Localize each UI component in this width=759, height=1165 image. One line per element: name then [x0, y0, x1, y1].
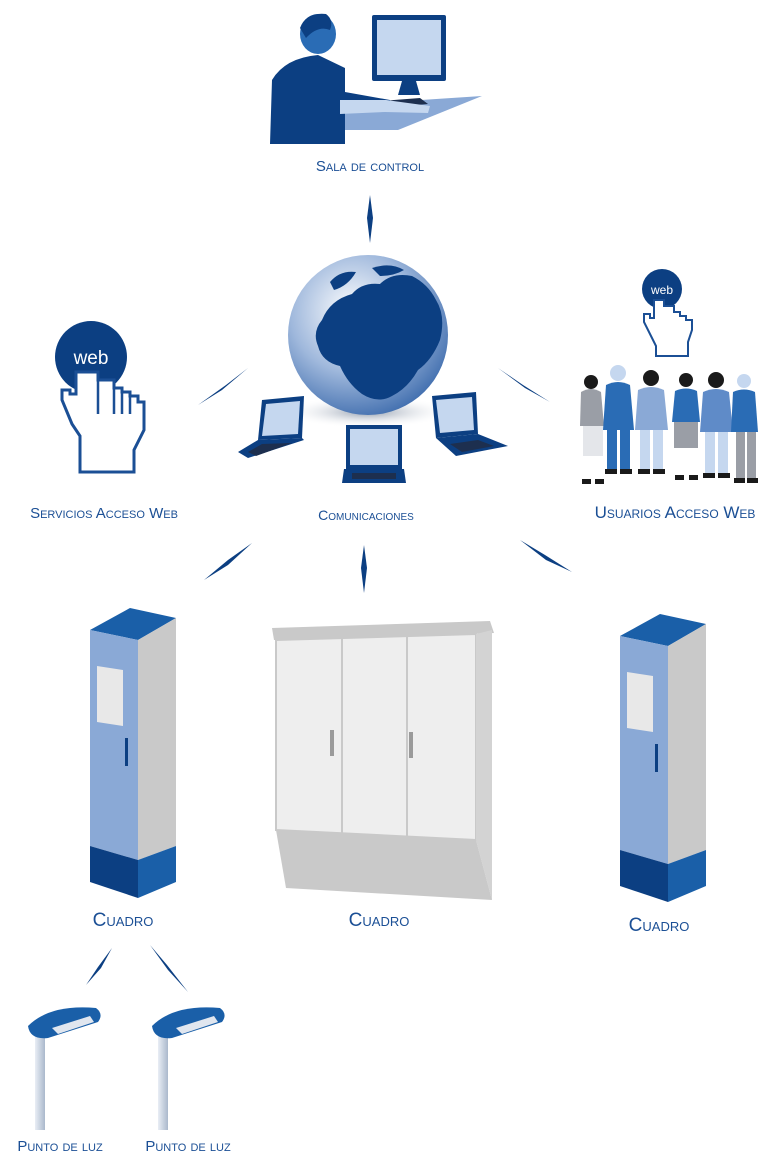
- label-communications: Comunicaciones: [318, 507, 414, 523]
- cabinet-right-illustration: [620, 614, 706, 902]
- label-cabinet-center: Cuadro: [348, 910, 410, 931]
- label-cabinet-left: Cuadro: [92, 910, 154, 931]
- laptop-left: [238, 396, 304, 458]
- label-light-point-1: Punto de luz: [17, 1138, 103, 1155]
- web-button-small: [642, 269, 682, 309]
- web-button-large: [55, 321, 127, 393]
- laptop-center: [342, 425, 406, 483]
- communications-illustration: [238, 255, 508, 483]
- monitor-stand: [398, 81, 420, 95]
- connector-right-cabinet: [520, 540, 572, 572]
- pointer-hand-large-icon: [60, 370, 146, 474]
- connector-left-cabinet: [204, 543, 252, 580]
- web-badge-large-text: web: [73, 348, 109, 369]
- web-badge-small-text: web: [650, 283, 673, 297]
- person-body: [270, 55, 392, 144]
- street-lamp-1: [28, 1007, 101, 1130]
- web-services-illustration: web: [55, 321, 146, 474]
- laptop-right: [432, 392, 508, 456]
- person-hair: [300, 13, 332, 38]
- label-cabinet-right: Cuadro: [628, 915, 690, 936]
- label-web-users: Usuarios Acceso Web: [594, 503, 756, 522]
- person-arm: [340, 100, 430, 114]
- connector-control-globe: [367, 195, 373, 243]
- connector-lamp-1: [86, 948, 112, 985]
- connector-web-services: [198, 368, 248, 405]
- connector-lamp-2: [150, 945, 188, 992]
- connector-lines: [86, 195, 572, 992]
- label-web-services: Servicios Acceso Web: [30, 505, 178, 522]
- monitor-screen: [377, 20, 441, 75]
- web-users-illustration: web: [580, 269, 758, 484]
- connector-center-cabinet: [361, 545, 367, 593]
- label-light-point-2: Punto de luz: [145, 1138, 231, 1155]
- people-group: [580, 365, 758, 484]
- connector-web-users: [498, 368, 550, 402]
- globe-continents: [315, 275, 443, 400]
- cabinet-left-illustration: [90, 608, 176, 898]
- pointer-hand-small-icon: [643, 299, 693, 357]
- control-room-illustration: [270, 13, 482, 144]
- street-lamp-2: [152, 1007, 225, 1130]
- cabinet-center-illustration: [272, 621, 494, 900]
- label-control-room: Sala de control: [315, 158, 425, 175]
